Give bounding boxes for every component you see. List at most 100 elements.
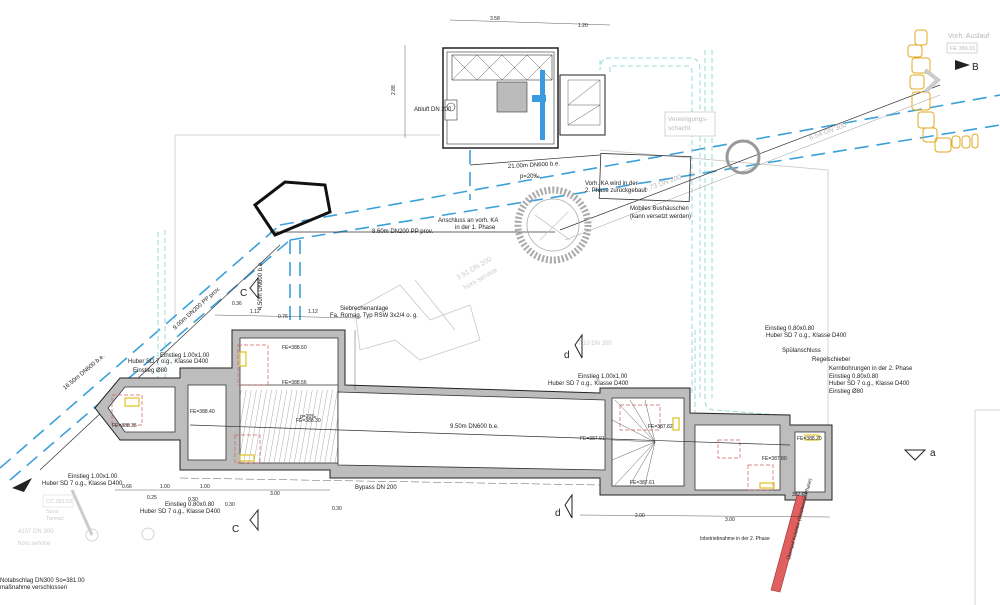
flow-line [189, 424, 791, 446]
note-ka-1: Vorh. KA wird in der [585, 181, 638, 187]
overflow-pipe [770, 494, 807, 593]
access-a-1: Einstieg 1.00x1.00 [160, 353, 210, 359]
grit-chamber-floor [240, 390, 338, 463]
pipe-lines [39, 84, 941, 471]
equipment-block [496, 81, 528, 113]
dim-1-00: 1.00 [160, 484, 170, 490]
control-gate: Regelschieber [812, 357, 850, 363]
access-g-2: Huber SD 7 o.g., Klasse D400 [829, 381, 910, 387]
junction-label-2: schacht [668, 125, 691, 132]
existing-pipes-blue [0, 94, 1000, 481]
dim-3-00: 3.00 [270, 491, 280, 497]
dim-0-30: 0.30 [188, 497, 198, 503]
level-5: FE=388.35 [112, 423, 137, 429]
screen-note-1: Siebrechenanlage [340, 306, 389, 312]
inlet-structure [252, 180, 332, 237]
pipe-slope-e: p=20‰ [300, 414, 316, 420]
pipe-label-c: 9.00m DN200 PP prov. [172, 286, 222, 332]
section-c-bottom: C [232, 524, 239, 535]
junction-label-1: Vereinigungs- [668, 116, 708, 123]
hors-service-1: 4137 DN 300 [18, 529, 54, 535]
level-2: FE=388.56 [282, 380, 307, 386]
emergency-overflow-1: Notabschlag DN300 So=381.00 [0, 578, 85, 584]
access-b-1: Einstieg 1.00x1.00 [68, 474, 118, 480]
level-1: FE=388.60 [282, 345, 307, 351]
level-9: FE=387.80 [762, 456, 787, 462]
section-d-top: d [564, 350, 570, 361]
emergency-overflow-2: maßnahme verschlossen [0, 585, 67, 591]
outlet-level: FE 389.31 [950, 46, 975, 52]
junction-manhole [725, 139, 761, 175]
pipe-label-d: 4.50m DN600 b.e. [258, 261, 264, 310]
dim-0-36: 0.36 [232, 301, 242, 307]
dim-0-25: 0.25 [147, 495, 157, 501]
section-b: B [972, 62, 979, 73]
dim-0-30-c: 0.30 [332, 506, 342, 512]
access-d80: Einstieg Ø80 [133, 368, 168, 374]
sous-label: Sous [46, 509, 59, 515]
dim-0-76: 0.76 [278, 314, 288, 320]
building-dim-2: 1.20 [578, 23, 588, 29]
screen-note-2: Fa. Romag, Typ RSW 3x2/4 o. g. [330, 313, 418, 319]
core-drilling: Kernbohrungen in der 2. Phase [829, 366, 913, 372]
bypass-line [179, 477, 601, 486]
pipe-slope-a: p=20‰ [520, 174, 540, 180]
outlet-label: Vorh. Auslauf [948, 33, 989, 40]
dim-1-12-b: 1.12 [308, 309, 318, 315]
dim-0-30-b: 0.30 [225, 502, 235, 508]
flush-connection: Spülanschluss [782, 348, 821, 354]
building-dim-1: 3.58 [490, 16, 500, 22]
dim-1-00-b: 1.00 [200, 484, 210, 490]
access-c-1: Einstieg 0.80x0.80 [165, 502, 215, 508]
fan-hatching [611, 399, 656, 486]
bus-shelter-2: (kann versetzt werden) [630, 214, 691, 220]
access-g-1: Einstieg 0.80x0.80 [829, 374, 879, 380]
hors-service-2: hors service [18, 541, 51, 547]
level-7: FE=387.82 [648, 424, 673, 430]
connection-note-1: Anschluss an vorh. KA [438, 218, 498, 224]
pipe-label-a: 21.00m DN600 b.e. [508, 161, 561, 170]
access-d80-2: Einstieg Ø80 [829, 389, 864, 395]
bypass-label: Bypass DN 200 [355, 485, 397, 491]
cc-level: CC 391.62 [46, 499, 72, 505]
access-b-2: Huber SD 7 o.g., Klasse D400 [42, 481, 123, 487]
access-c-2: Huber SD 7 o.g., Klasse D400 [140, 509, 221, 515]
pipe-label-b: 8.60m DN200 PP prov. [372, 229, 433, 235]
pipe-label-f: 16.50m DN600 b.e. [62, 353, 106, 391]
note-ka-2: 2. Phase zurückgebaut [585, 188, 647, 194]
fan-icon [446, 102, 456, 112]
access-e-1: Einstieg 1.00x1.00 [578, 374, 628, 380]
connection-note-2: in der 1. Phase [455, 225, 496, 231]
section-c-top: C [240, 288, 247, 299]
rock-outlet [907, 29, 979, 153]
dim-1-12: 1.12 [250, 309, 260, 315]
dim-2-00: 2.00 [635, 513, 645, 519]
pipe-label-g: 6.54 DN 300 [808, 122, 847, 142]
pipe-label-e: 9.50m DN600 b.e. [450, 424, 499, 430]
access-hatches [124, 351, 820, 489]
section-markers [12, 60, 970, 532]
section-d-bottom: d [555, 508, 561, 519]
level-11: FE=388.20 [797, 436, 822, 442]
level-3: FE=388.40 [190, 409, 215, 415]
access-f-1: Einstieg 0.80x0.80 [765, 326, 815, 332]
dim-0-66: 0.66 [122, 484, 132, 490]
mobile-bus-shelter [598, 153, 692, 202]
level-10: 387.65 [792, 492, 808, 498]
section-a: a [930, 448, 936, 459]
commissioning-note: Inbetriebnahme in der 2. Phase [700, 536, 770, 542]
control-building: 3.58 1.20 2.88 Abluft DN 200 [391, 16, 611, 149]
level-8: FE=387.61 [630, 480, 655, 486]
dim-3-00-b: 3.00 [725, 517, 735, 523]
level-4: FE=388.30 [296, 418, 321, 424]
access-e-2: Huber SD 7 o.g., Klasse D400 [548, 381, 629, 387]
access-f-2: Huber SD 7 o.g., Klasse D400 [766, 333, 847, 339]
out-of-service-structures [70, 279, 481, 542]
hors-service-5: 7.10 DN 300 [578, 341, 612, 347]
exhaust-label: Abluft DN 200 [414, 107, 452, 113]
level-6: FE=387.91 [580, 436, 605, 442]
tarmac-label: Tarmac [46, 516, 64, 522]
red-dashed-equipment [111, 344, 774, 491]
